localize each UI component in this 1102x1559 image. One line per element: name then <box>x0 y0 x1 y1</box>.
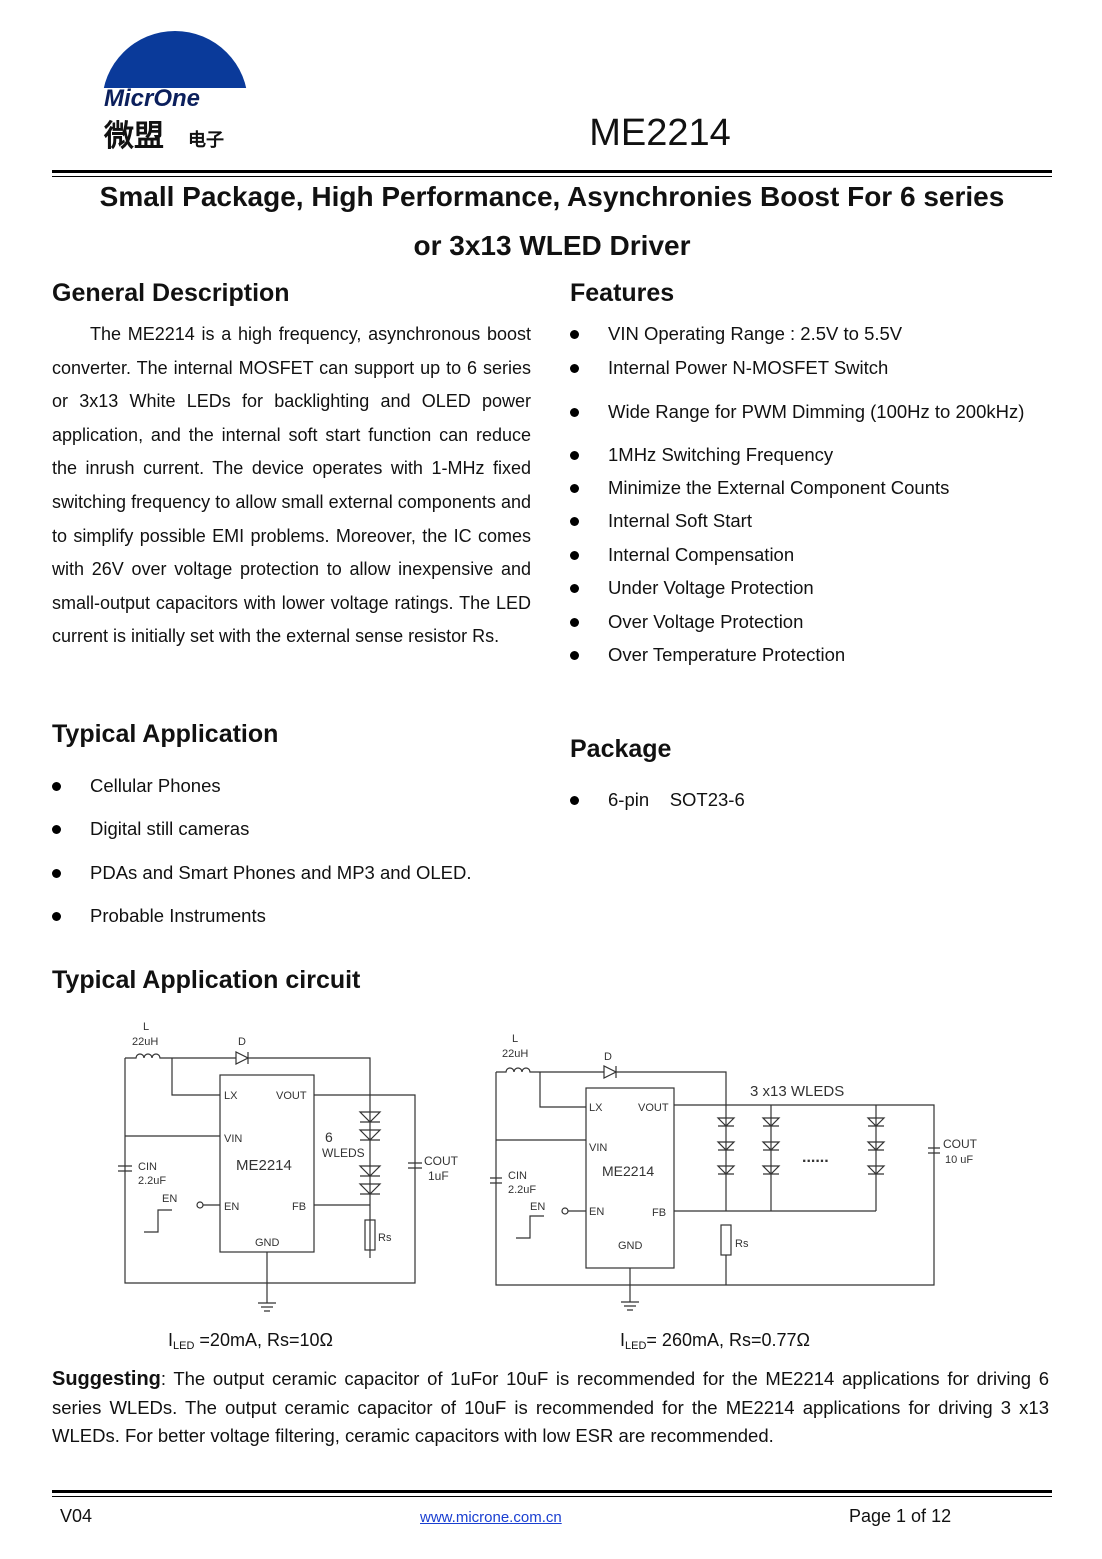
svg-text:COUT: COUT <box>943 1137 978 1151</box>
svg-text:22uH: 22uH <box>132 1036 158 1048</box>
svg-text:1uF: 1uF <box>428 1169 449 1183</box>
svg-text:2.2uF: 2.2uF <box>508 1184 536 1196</box>
package-heading: Package <box>570 735 672 763</box>
part-number: ME2214 <box>589 112 731 154</box>
circuit-left-caption: ILED =20mA, Rs=10Ω <box>168 1330 333 1352</box>
doc-title-line2: or 3x13 WLED Driver <box>413 230 691 261</box>
svg-text:6: 6 <box>325 1129 333 1145</box>
version-label: V04 <box>60 1506 93 1526</box>
svg-text:3 x13 WLEDS: 3 x13 WLEDS <box>750 1083 844 1100</box>
svg-text:10 uF: 10 uF <box>945 1154 973 1166</box>
microne-logo: MicrOne 微盟 电子 <box>100 30 250 153</box>
features-heading: Features <box>570 279 675 307</box>
svg-text:VOUT: VOUT <box>638 1102 669 1114</box>
doc-title-line1: Small Package, High Performance, Asynchr… <box>99 181 1005 212</box>
svg-text:EN: EN <box>162 1193 177 1205</box>
svg-text:Rs: Rs <box>378 1232 392 1244</box>
svg-text:FB: FB <box>652 1207 666 1219</box>
page-number: Page 1 of 12 <box>849 1506 952 1526</box>
footer-rule-thin <box>52 1496 1052 1497</box>
general-description-text: The ME2214 is a high frequency, asynchro… <box>52 324 531 647</box>
svg-text:GND: GND <box>255 1237 280 1249</box>
svg-text:COUT: COUT <box>424 1154 459 1168</box>
svg-text:GND: GND <box>618 1240 643 1252</box>
website-link[interactable]: www.microne.com.cn <box>420 1509 562 1526</box>
typical-application-heading: Typical Application <box>52 720 279 748</box>
svg-text:VIN: VIN <box>224 1133 242 1145</box>
svg-text:VIN: VIN <box>589 1142 607 1154</box>
footer-rule <box>52 1490 1052 1493</box>
svg-text:LX: LX <box>224 1090 238 1102</box>
svg-text:CIN: CIN <box>138 1161 157 1173</box>
header-rule <box>52 170 1052 173</box>
svg-text:电子: 电子 <box>188 129 224 150</box>
svg-text:VOUT: VOUT <box>276 1090 307 1102</box>
suggesting-label: Suggesting <box>52 1368 161 1390</box>
circuit-diagram-3x13: L 22uH D LX VOUT VIN ME2214 EN FB GND 3 … <box>490 1033 978 1311</box>
svg-text:EN: EN <box>224 1201 239 1213</box>
svg-text:L: L <box>512 1033 518 1045</box>
circuit-diagram-6-series: L 22uH D LX VOUT VIN ME2214 EN FB GND CI… <box>118 1021 459 1312</box>
circuit-heading: Typical Application circuit <box>52 966 361 994</box>
svg-text:CIN: CIN <box>508 1170 527 1182</box>
suggesting-note: Suggesting: The output ceramic capacitor… <box>52 1365 1049 1451</box>
svg-text:2.2uF: 2.2uF <box>138 1175 166 1187</box>
svg-text:ME2214: ME2214 <box>602 1163 654 1179</box>
circuit-right-caption: ILED= 260mA, Rs=0.77Ω <box>620 1330 810 1352</box>
svg-text:L: L <box>143 1021 149 1033</box>
svg-text:Rs: Rs <box>735 1238 749 1250</box>
svg-text:WLEDS: WLEDS <box>322 1146 365 1160</box>
header-rule-thin <box>52 176 1052 177</box>
svg-text:LX: LX <box>589 1102 603 1114</box>
svg-text:FB: FB <box>292 1201 306 1213</box>
svg-text:ME2214: ME2214 <box>236 1157 292 1174</box>
general-description-heading: General Description <box>52 279 290 307</box>
svg-text:微盟: 微盟 <box>103 120 164 153</box>
svg-text:EN: EN <box>530 1201 545 1213</box>
suggesting-text: : The output ceramic capacitor of 1uFor … <box>52 1368 1049 1446</box>
svg-text:D: D <box>604 1051 612 1063</box>
svg-text:......: ...... <box>802 1149 829 1166</box>
svg-text:EN: EN <box>589 1206 604 1218</box>
svg-text:22uH: 22uH <box>502 1048 528 1060</box>
svg-text:D: D <box>238 1036 246 1048</box>
svg-text:MicrOne: MicrOne <box>104 85 200 112</box>
